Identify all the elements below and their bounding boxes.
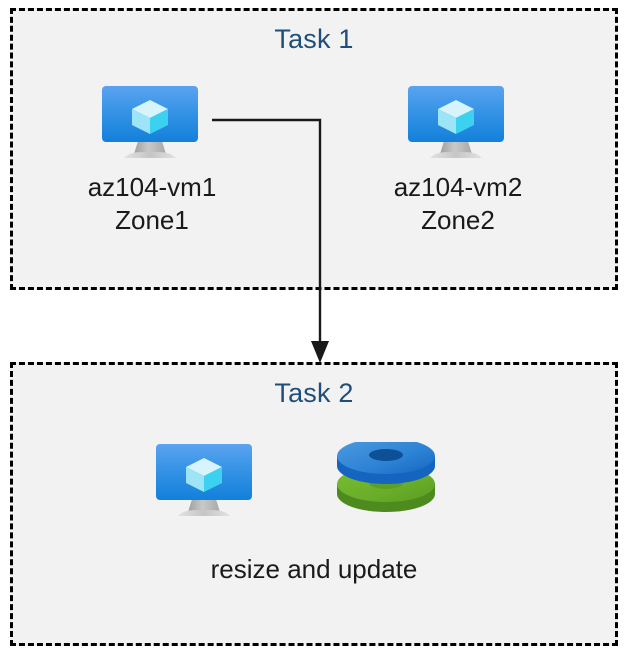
node-az104-vm2[interactable]: az104-vm2 Zone2 (378, 82, 538, 237)
virtual-machine-icon (404, 82, 512, 171)
task-2-title: Task 2 (274, 378, 354, 408)
node-resized-vm[interactable] (152, 440, 260, 529)
node-az104-vm1[interactable]: az104-vm1 Zone1 (72, 82, 232, 237)
virtual-machine-icon (98, 82, 206, 171)
task-2-caption-wrapper: resize and update (10, 553, 618, 586)
task-2-container (10, 362, 618, 646)
virtual-machine-icon (152, 440, 260, 529)
node-managed-disks[interactable] (334, 438, 442, 529)
node-label-az104-vm2: az104-vm2 Zone2 (393, 172, 523, 235)
task-1-title: Task 1 (274, 24, 354, 54)
node-label-az104-vm1: az104-vm1 Zone1 (87, 172, 217, 235)
managed-disks-icon (334, 438, 442, 529)
task-2-caption: resize and update (210, 554, 418, 584)
